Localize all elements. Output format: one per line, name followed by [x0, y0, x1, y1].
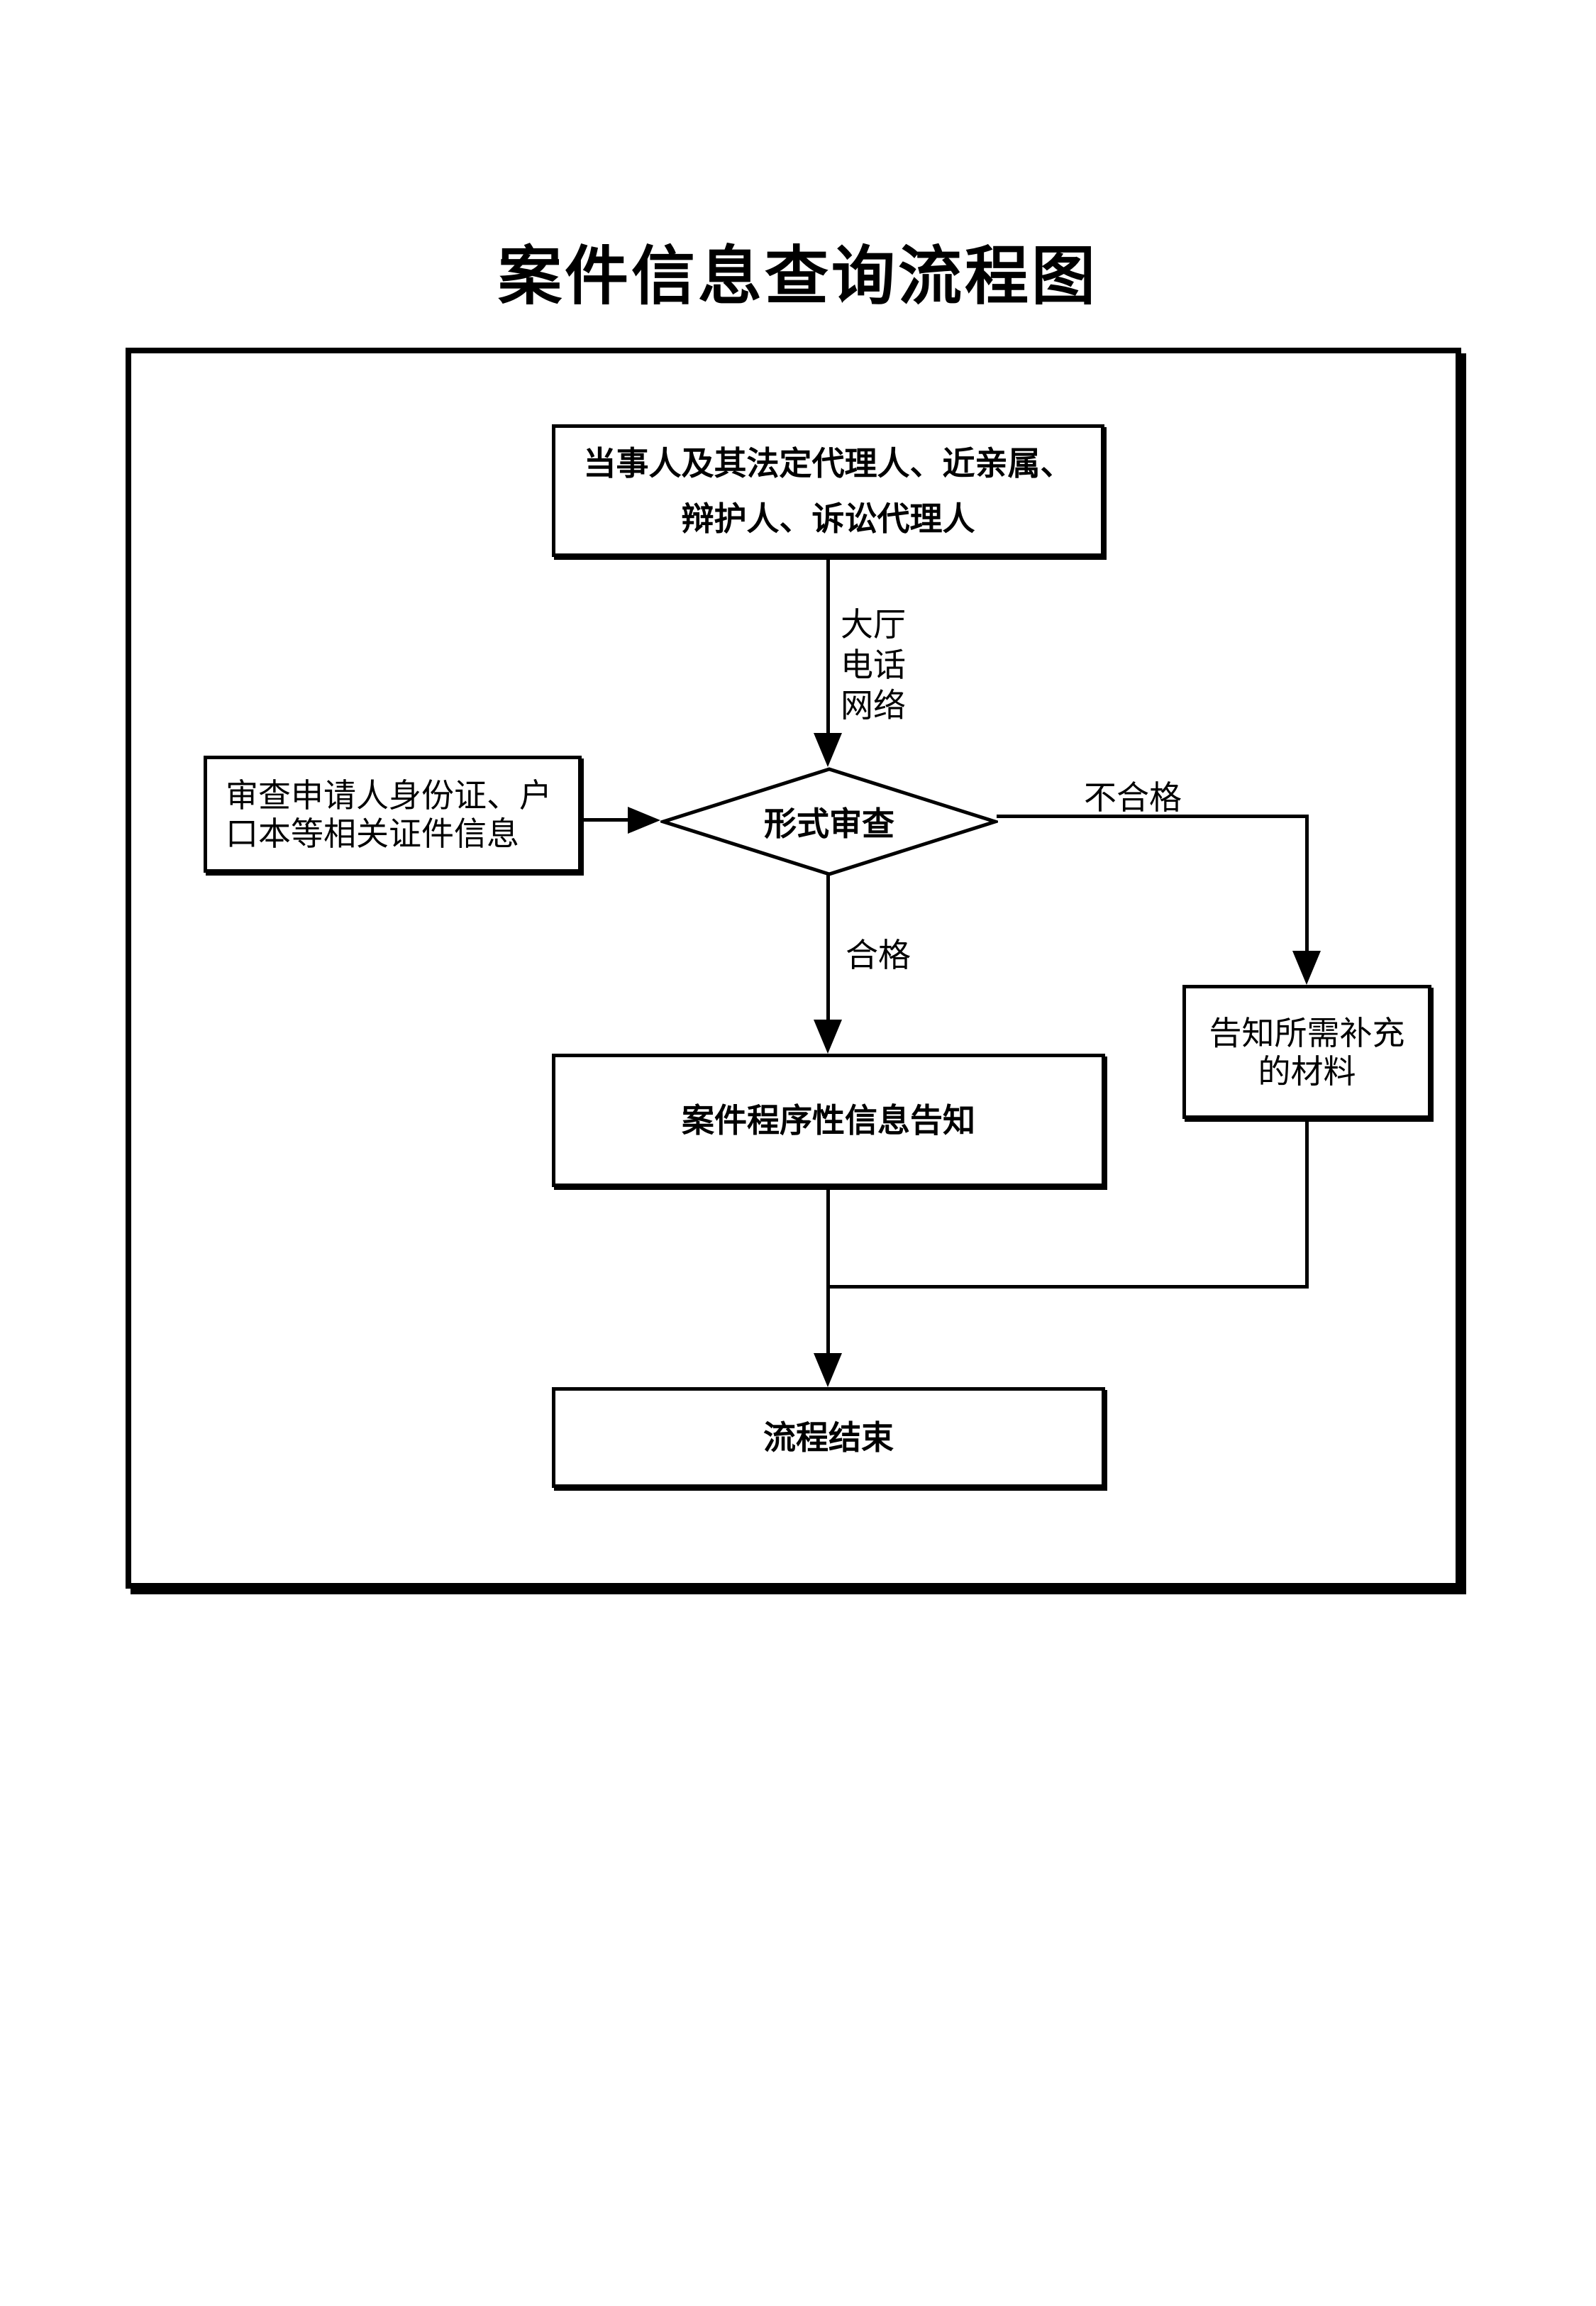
connector-fail-horizontal — [997, 815, 1309, 818]
page-title: 案件信息查询流程图 — [498, 241, 1098, 312]
edge-label-pass: 合格 — [846, 937, 911, 973]
node-formal-review-label: 形式审查 — [764, 805, 894, 842]
connector-fail-vertical — [1305, 815, 1309, 955]
arrowhead-down-supplement — [1292, 951, 1321, 985]
connector-applicants-to-review — [826, 557, 830, 733]
node-applicants-line2: 辩护人、诉讼代理人 — [681, 500, 975, 537]
diamond-shape — [660, 767, 998, 876]
node-supplement-line2: 的材料 — [1258, 1052, 1356, 1090]
channel-phone: 电话 — [841, 646, 906, 683]
channel-hall: 大厅 — [841, 606, 906, 643]
node-review-credentials: 审查申请人身份证、户 口本等相关证件信息 — [204, 756, 582, 873]
node-applicants-line1: 当事人及其法定代理人、近亲属、 — [583, 444, 1073, 482]
node-case-info-label: 案件程序性信息告知 — [682, 1102, 975, 1139]
arrowhead-down-end — [814, 1353, 842, 1387]
arrowhead-down-case-info — [814, 1020, 842, 1054]
node-supplement-materials: 告知所需补充 的材料 — [1182, 985, 1431, 1119]
node-applicants: 当事人及其法定代理人、近亲属、 辩护人、诉讼代理人 — [552, 424, 1104, 557]
node-case-info-notice: 案件程序性信息告知 — [552, 1054, 1105, 1187]
node-process-end-label: 流程结束 — [763, 1419, 894, 1456]
connector-merge-horizontal — [826, 1285, 1309, 1289]
connector-supplement-down — [1305, 1119, 1309, 1289]
edge-label-channels: 大厅 电话 网络 — [841, 605, 906, 726]
connector-pass-vertical — [826, 875, 830, 1021]
arrowhead-right-review — [628, 807, 660, 834]
node-supplement-line1: 告知所需补充 — [1209, 1014, 1405, 1052]
connector-credentials-to-review — [582, 818, 630, 822]
channel-network: 网络 — [841, 687, 906, 724]
node-formal-review: 形式审查 — [660, 767, 998, 876]
arrowhead-down-review — [814, 733, 842, 767]
node-process-end: 流程结束 — [552, 1387, 1105, 1488]
node-review-credentials-line1: 审查申请人身份证、户 — [226, 776, 552, 814]
node-review-credentials-line2: 口本等相关证件信息 — [226, 815, 519, 852]
edge-label-fail: 不合格 — [1084, 779, 1182, 816]
connector-case-info-to-end — [826, 1187, 830, 1355]
